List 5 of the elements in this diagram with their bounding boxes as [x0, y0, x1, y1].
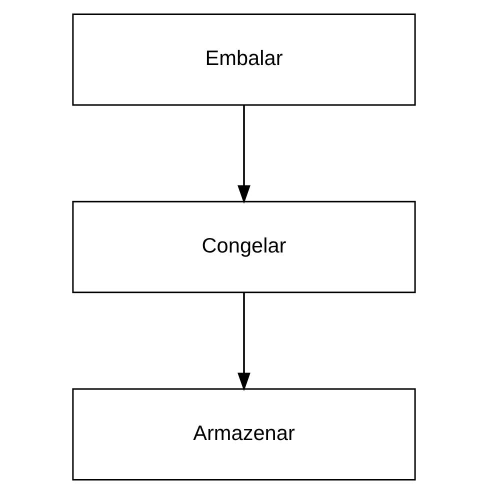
- arrow: [238, 292, 250, 392]
- node-box: Embalar: [72, 13, 416, 106]
- arrow: [238, 105, 250, 204]
- node-box: Congelar: [72, 200, 416, 294]
- node-box: Armazenar: [72, 388, 416, 481]
